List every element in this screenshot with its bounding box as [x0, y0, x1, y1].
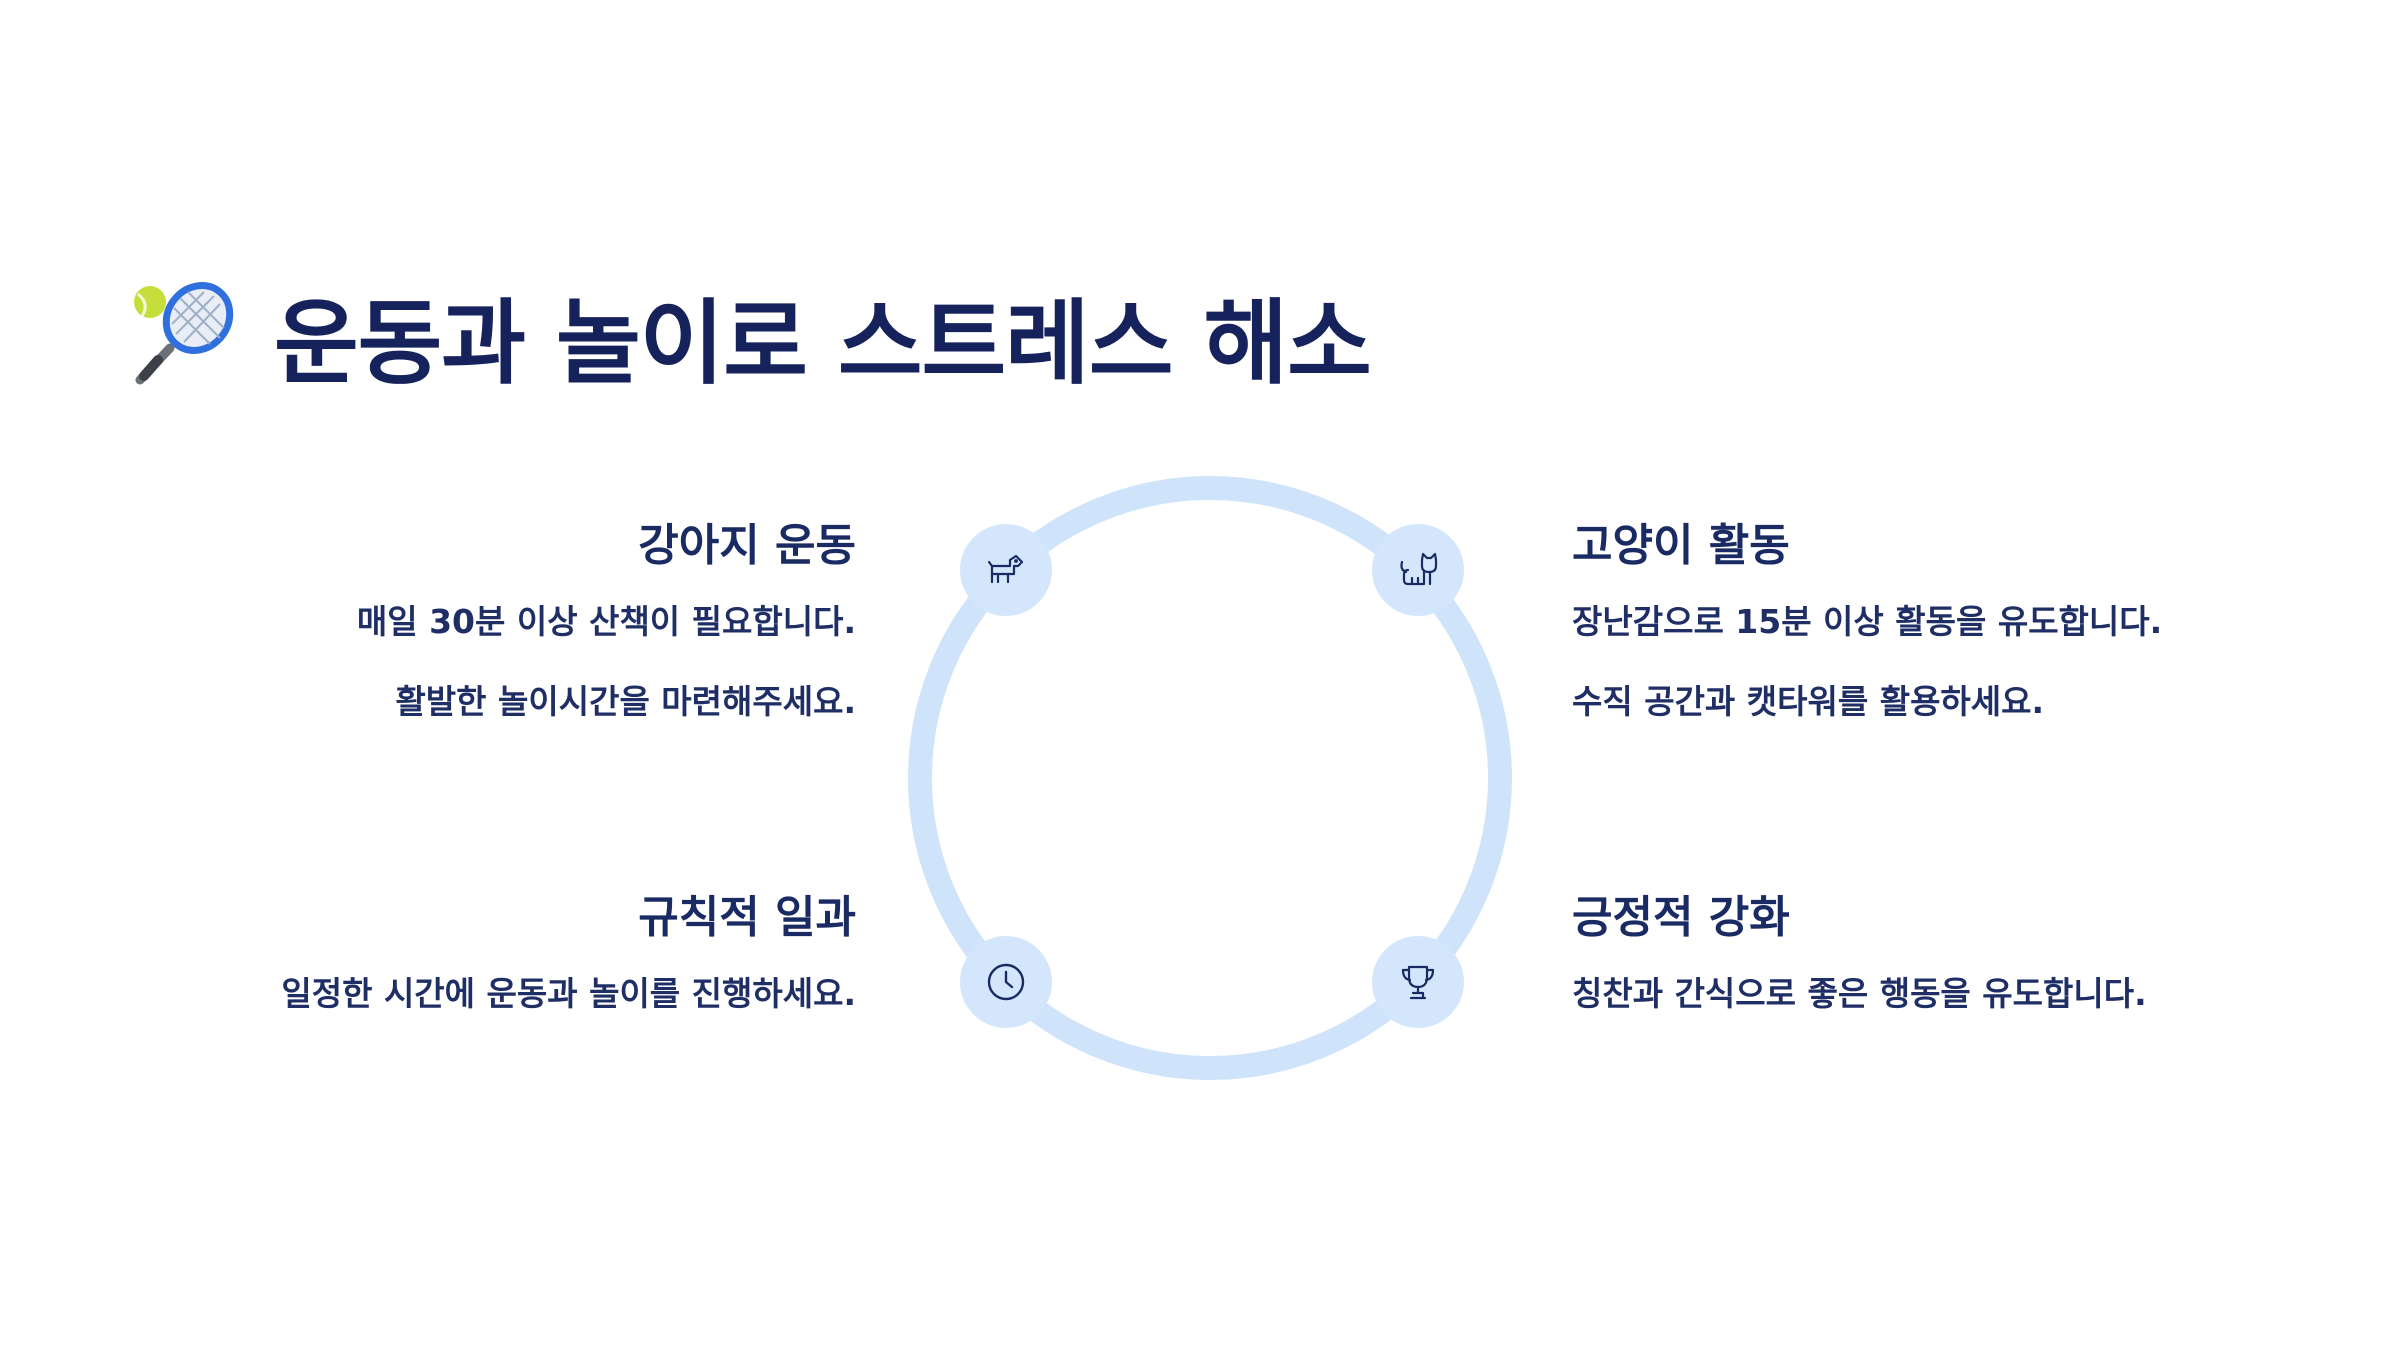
reward-title: 긍정적 강화	[1572, 892, 1790, 943]
cat-activity-block: 고양이 활동 장난감으로 15분 이상 활동을 유도합니다. 수직 공간과 캣타…	[1572, 516, 2162, 726]
cat-icon	[1400, 552, 1438, 586]
cat-node	[1372, 524, 1464, 616]
reward-line-1: 칭찬과 간식으로 좋은 행동을 유도합니다.	[1572, 974, 2147, 1013]
dog-node	[960, 524, 1052, 616]
dog-exercise-block: 강아지 운동 매일 30분 이상 산책이 필요합니다. 활발한 놀이시간을 마련…	[357, 516, 856, 726]
dog-exercise-line-1: 매일 30분 이상 산책이 필요합니다.	[356, 602, 856, 641]
routine-title: 규칙적 일과	[638, 892, 856, 943]
cat-activity-line-1: 장난감으로 15분 이상 활동을 유도합니다.	[1572, 602, 2163, 641]
trophy-node	[1372, 936, 1464, 1028]
cat-activity-title: 고양이 활동	[1572, 520, 1790, 571]
dog-icon	[987, 554, 1024, 584]
trophy-icon	[1401, 965, 1435, 1000]
cat-activity-line-2: 수직 공간과 캣타워를 활용하세요.	[1572, 682, 2045, 721]
clock-node	[960, 936, 1052, 1028]
dog-exercise-line-2: 활발한 놀이시간을 마련해주세요.	[395, 682, 856, 721]
clock-icon	[987, 963, 1025, 1001]
reward-block: 긍정적 강화 칭찬과 간식으로 좋은 행동을 유도합니다.	[1572, 888, 2147, 1018]
routine-line-1: 일정한 시간에 운동과 놀이를 진행하세요.	[281, 974, 856, 1013]
tennis-racket-icon	[134, 282, 234, 385]
page-title: 운동과 놀이로 스트레스 해소	[274, 289, 1372, 397]
dog-exercise-title: 강아지 운동	[638, 520, 856, 571]
routine-block: 규칙적 일과 일정한 시간에 운동과 놀이를 진행하세요.	[281, 888, 856, 1018]
slide-title: 운동과 놀이로 스트레스 해소	[128, 270, 1372, 400]
